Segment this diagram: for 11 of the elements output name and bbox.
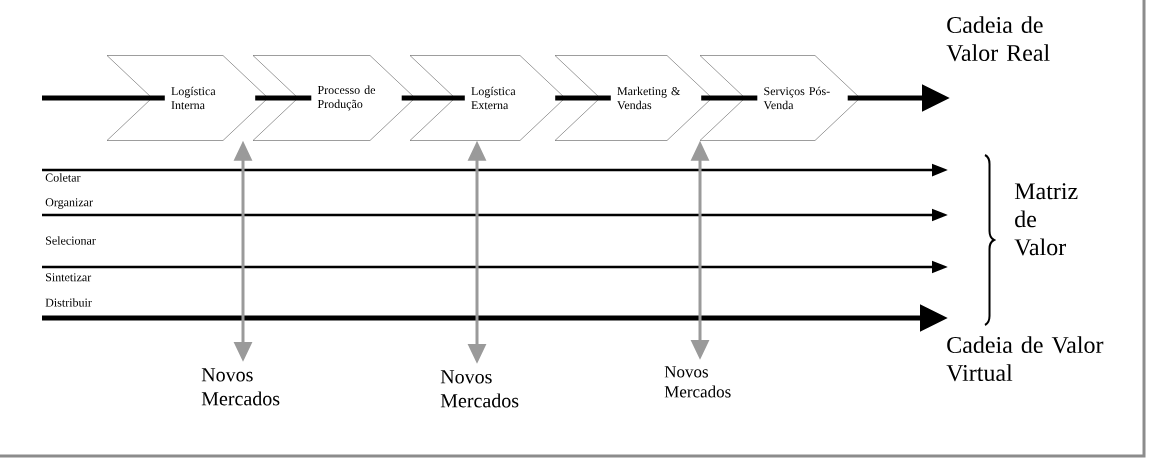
activity-label: Distribuir <box>45 298 92 307</box>
activity-label: Coletar <box>45 173 81 182</box>
market-label: Novos Mercados <box>201 368 280 406</box>
chain-title: Cadeia de Valor Real <box>946 16 1050 62</box>
activity-label: Sintetizar <box>46 273 92 282</box>
activity-label: Selecionar <box>46 236 96 245</box>
market-label: Novos Mercados <box>440 370 519 408</box>
activity-label: Organizar <box>45 198 93 209</box>
bracket-label: Matriz de Valor <box>1014 183 1078 256</box>
market-label: Novos Mercados <box>664 366 731 398</box>
chain-title: Cadeia de Valor Virtual <box>946 336 1104 382</box>
